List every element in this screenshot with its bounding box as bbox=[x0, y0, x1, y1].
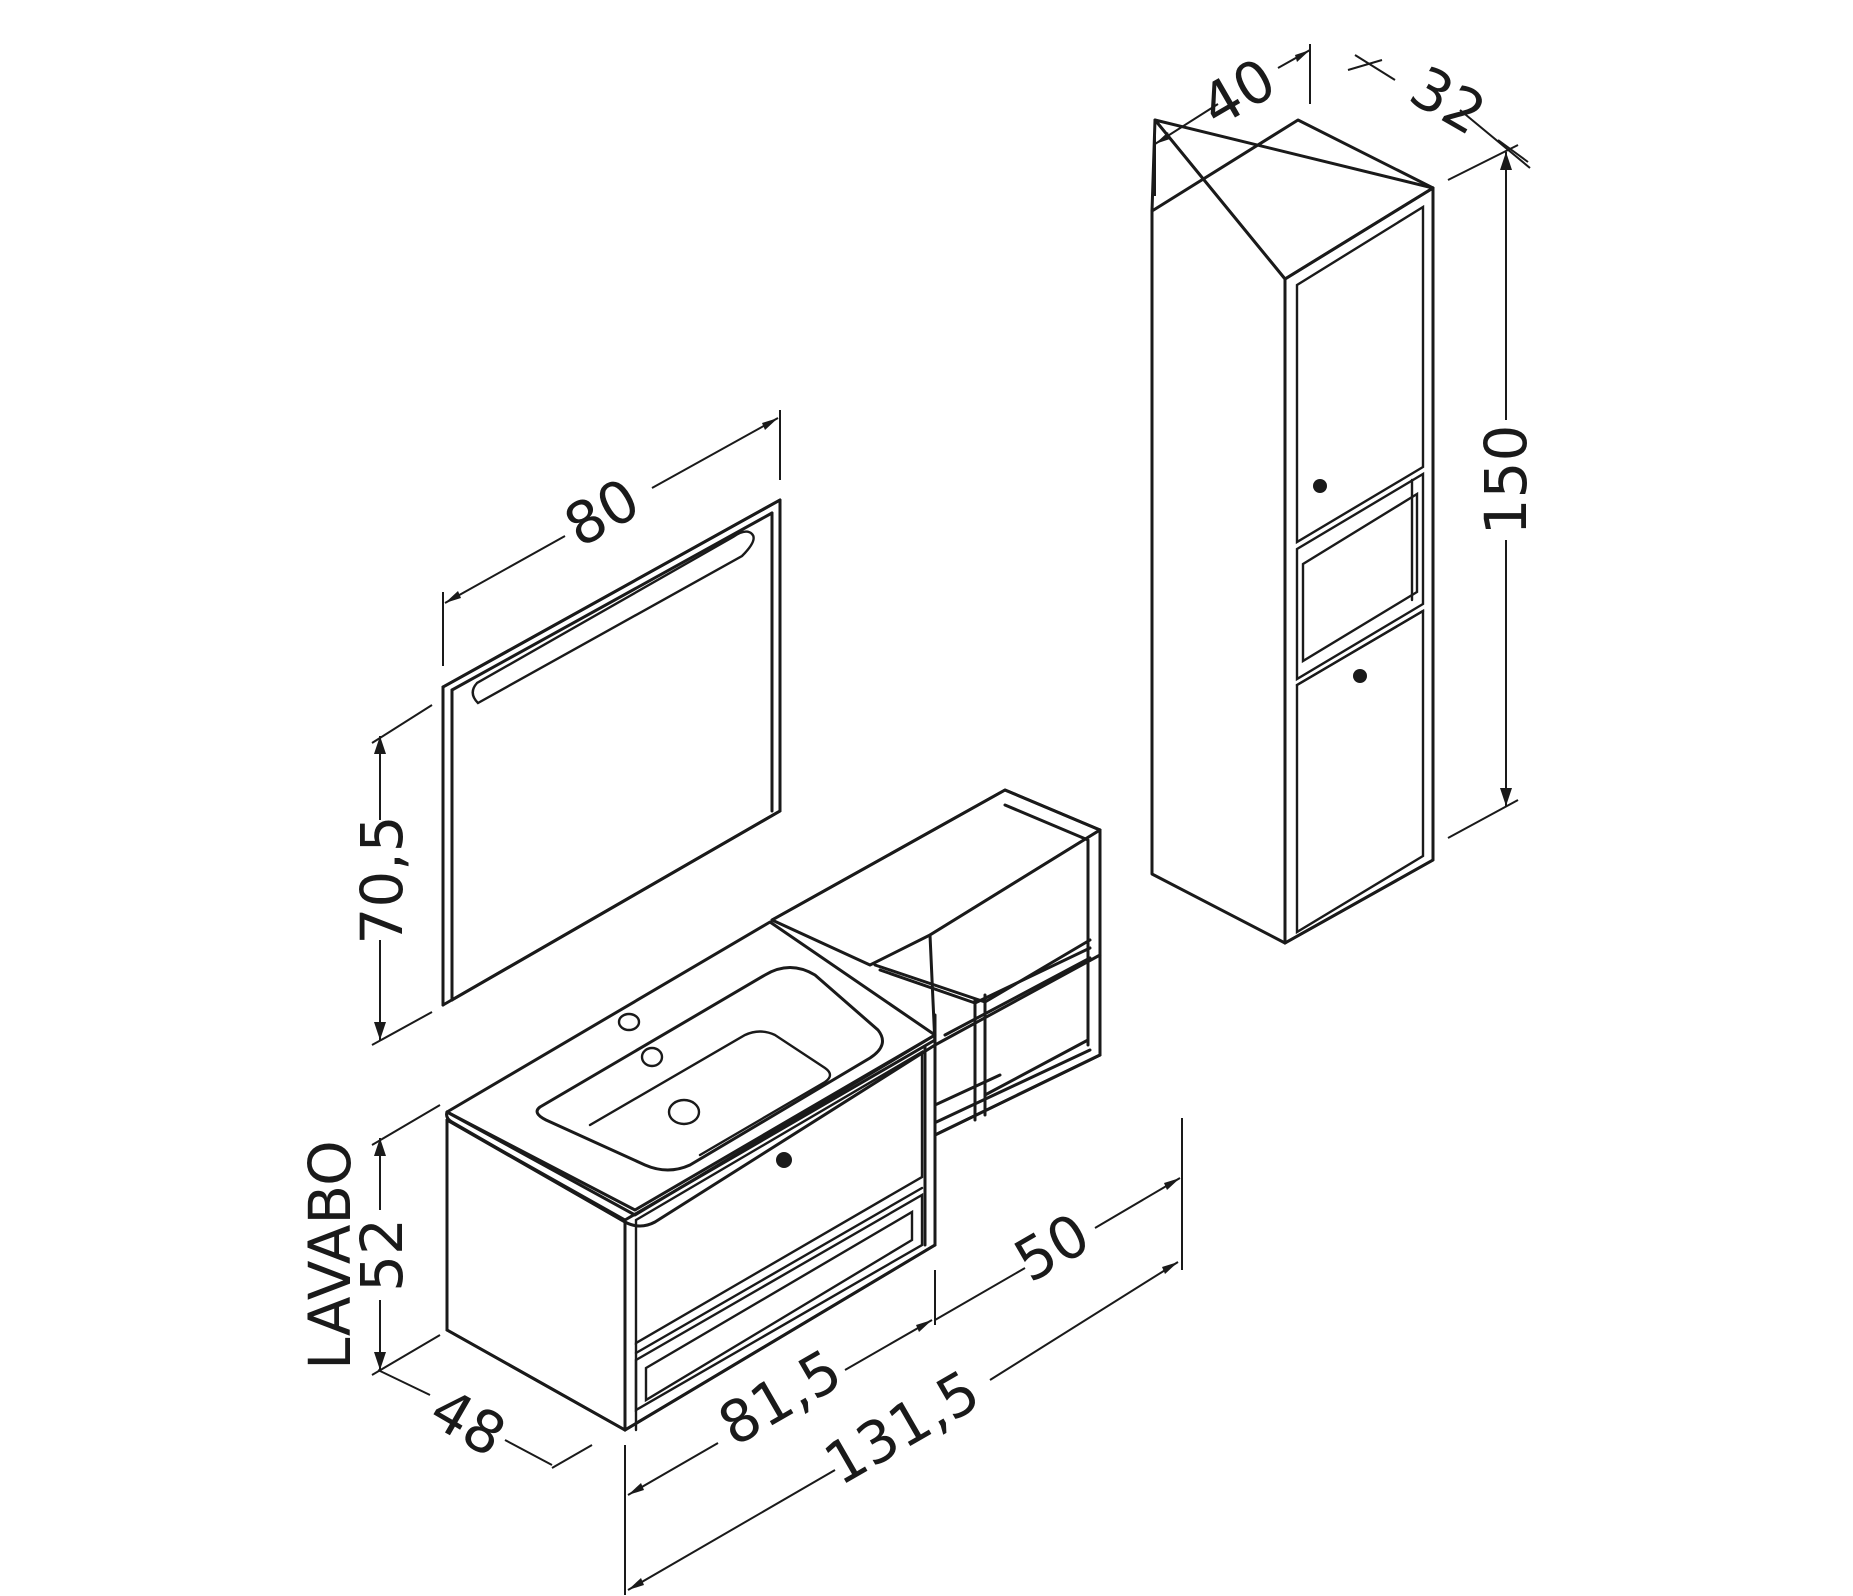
overflow-hole-icon bbox=[640, 1046, 664, 1068]
dim-shelf-width-label: 50 bbox=[1003, 1200, 1101, 1296]
open-shelf-unit bbox=[770, 788, 1102, 1137]
mirror bbox=[441, 498, 782, 1007]
tap-hole-icon bbox=[617, 1012, 641, 1032]
dim-mirror-height: 70,5 bbox=[348, 704, 433, 1046]
dim-column-width-label: 40 bbox=[1189, 45, 1287, 141]
dim-mirror-width-label: 80 bbox=[553, 465, 651, 561]
knob-upper-icon bbox=[1313, 479, 1327, 493]
dim-mirror-height-label: 70,5 bbox=[348, 815, 416, 944]
dim-shelf-width: 50 bbox=[934, 1118, 1183, 1321]
dim-basin-depth-label: 48 bbox=[419, 1375, 517, 1471]
column-cabinet bbox=[1150, 118, 1435, 945]
basin-vanity bbox=[445, 920, 937, 1432]
dim-basin-height: 52 LAVABO bbox=[296, 1104, 441, 1376]
dim-column-depth: 32 bbox=[1347, 53, 1531, 169]
dim-basin-label: LAVABO bbox=[296, 1140, 364, 1370]
drain-hole-icon bbox=[667, 1098, 701, 1126]
knob-lower-icon bbox=[1353, 669, 1367, 683]
mirror-light-bar bbox=[471, 530, 755, 705]
dim-column-height: 150 bbox=[1447, 144, 1540, 839]
drawer-knob-icon bbox=[776, 1152, 792, 1168]
dim-column-depth-label: 32 bbox=[1399, 53, 1497, 149]
dim-column-height-label: 150 bbox=[1472, 425, 1540, 536]
dim-basin-height-label: 52 bbox=[348, 1218, 416, 1292]
